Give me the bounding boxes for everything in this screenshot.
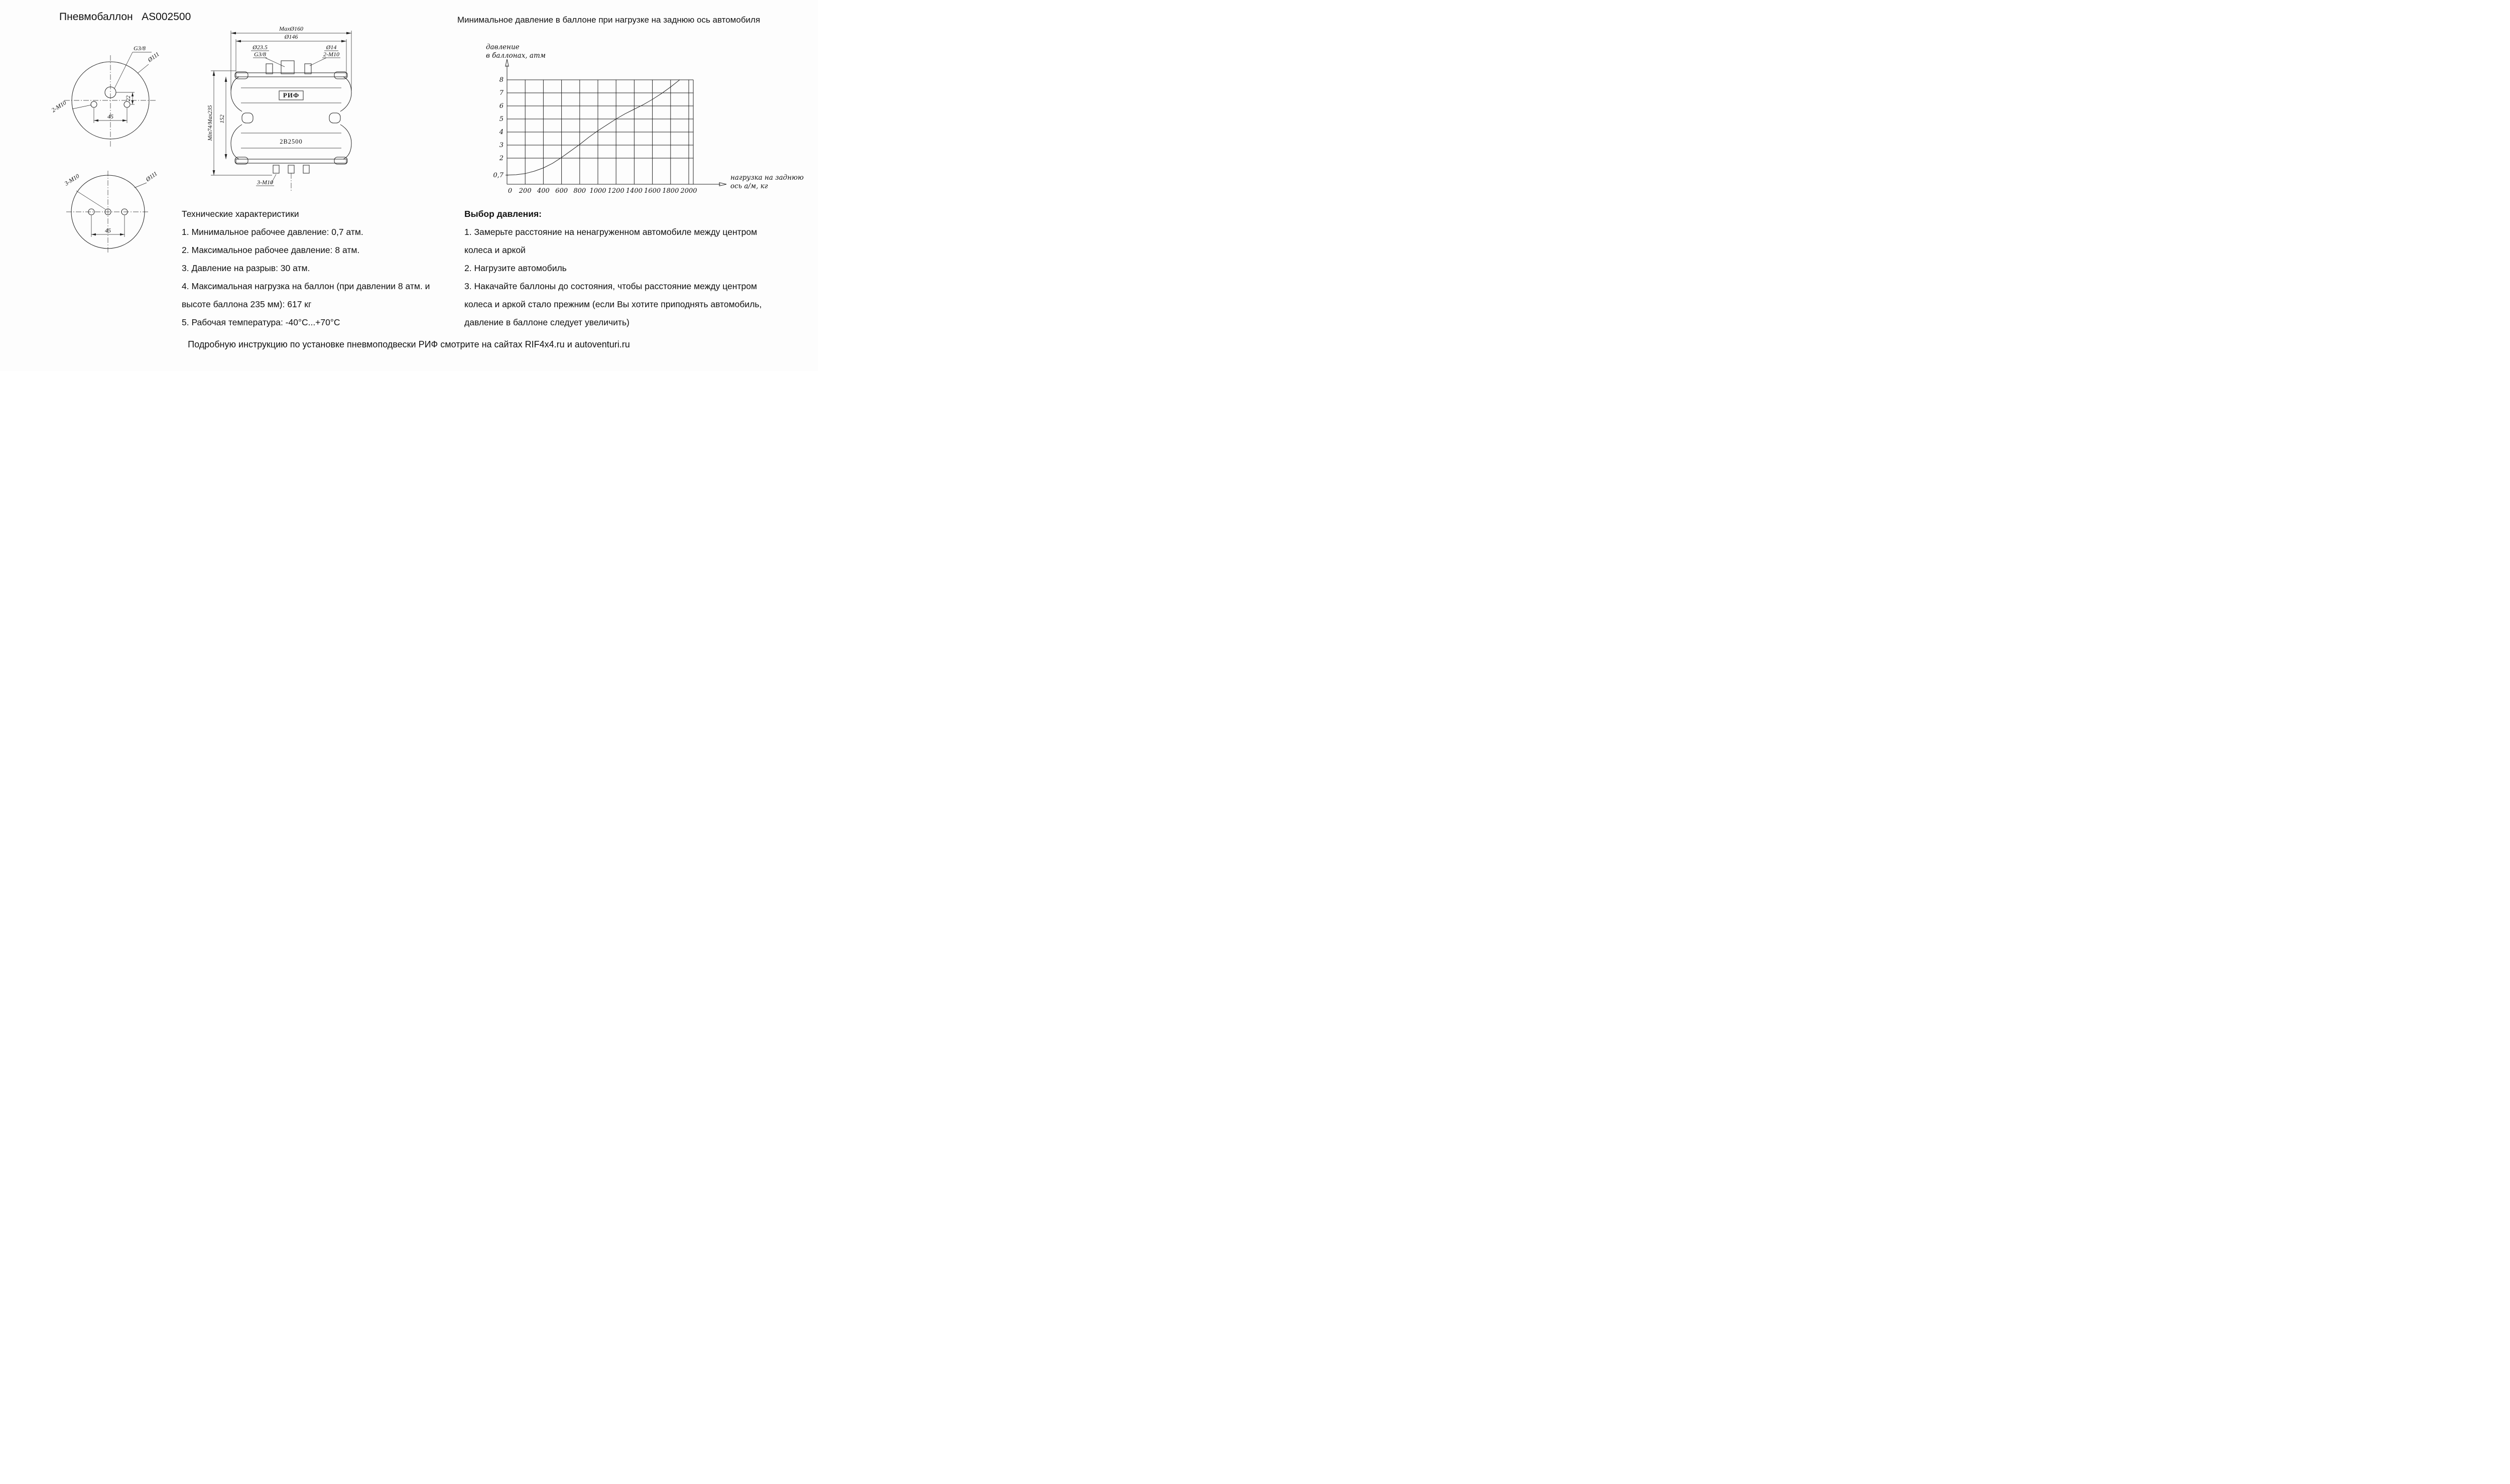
girdle-ring-left: [241, 112, 254, 123]
guide-item: 1. Замерьте расстояние на ненагруженном …: [464, 227, 758, 255]
x-tick-label: 1600: [644, 187, 661, 195]
m10-hole-1: [88, 208, 95, 215]
section-view-drawing: MaxØ160 Ø146 Ø23.5 G3/8 Ø14 2-М10 Min74/…: [207, 25, 352, 192]
guide-item: 3. Накачайте баллоны до состояния, чтобы…: [464, 281, 762, 327]
section-dimensions: [211, 31, 352, 192]
brand-text: РИФ: [283, 91, 299, 99]
y-tick-label: 4: [499, 129, 504, 136]
x-tick-label: 1400: [626, 187, 643, 195]
label-2m10: 2-М10: [323, 51, 339, 58]
x-tick-label: 1200: [608, 187, 624, 195]
m10-hole-left: [90, 101, 97, 108]
m10-hole-3: [121, 208, 128, 215]
label-d146: Ø146: [284, 33, 298, 40]
footer-note: Подробную инструкцию по установке пневмо…: [188, 339, 630, 349]
spec-item: 4. Максимальная нагрузка на баллон (при …: [182, 281, 430, 309]
brand-plate: [279, 90, 304, 100]
m10-stud-top-left: [266, 63, 273, 74]
datasheet-page: Пневмобаллон AS002500 Минимальное давлен…: [0, 0, 818, 371]
spec-item: 2. Максимальное рабочее давление: 8 атм.: [182, 245, 360, 255]
x-tick-label: 600: [555, 187, 568, 195]
label-2m10: 2-М10: [50, 99, 67, 113]
y-axis-label: давление в баллонах, атм: [486, 43, 546, 60]
y-tick-label: 5: [499, 115, 504, 123]
section-body: [230, 60, 352, 174]
spec-item: 3. Давление на разрыв: 30 атм.: [182, 263, 310, 273]
x-axis-label: нагрузка на заднюю ось а/м, кг: [730, 174, 806, 190]
top-view-geometry: [64, 52, 157, 147]
girdle-ring-right: [329, 112, 341, 123]
specs-heading: Технические характеристики: [182, 209, 299, 219]
pressure-guide-block: Выбор давления: 1. Замерьте расстояние н…: [464, 205, 773, 331]
guide-item: 2. Нагрузите автомобиль: [464, 263, 567, 273]
label-max-d160: MaxØ160: [279, 25, 303, 32]
x-tick-label: 400: [537, 187, 550, 195]
label-152: 152: [219, 114, 225, 123]
chart-axes: [505, 59, 727, 186]
y-tick-label: 7: [499, 89, 504, 97]
label-3m10: 3-М10: [63, 172, 80, 187]
label-d111: Ø111: [144, 170, 159, 183]
label-dim22: 22: [126, 95, 132, 101]
model-text: 2В2500: [280, 138, 303, 145]
bottom-view-geometry: [66, 171, 150, 254]
label-g38: G3/8: [134, 45, 146, 52]
label-height-range: Min74/Max235: [207, 105, 213, 141]
label-g38: G3/8: [254, 51, 266, 58]
page-title: Пневмобаллон AS002500: [59, 11, 191, 23]
top-view-drawing: G3/8 Ø111 2-М10 22 45: [50, 45, 161, 147]
x-tick-label: 200: [519, 187, 532, 195]
chart-title: Минимальное давление в баллоне при нагру…: [457, 15, 761, 25]
spec-item: 5. Рабочая температура: -40°С...+70°С: [182, 317, 340, 327]
x-tick-label: 1000: [589, 187, 606, 195]
y-tick-label: 6: [499, 102, 504, 110]
label-dim45: 45: [107, 113, 113, 120]
y-tick-label: 0,7: [493, 172, 504, 179]
x-tick-label: 0: [508, 187, 512, 195]
bottom-view-drawing: 3-М10 Ø111 45: [63, 170, 159, 254]
label-d14: Ø14: [326, 44, 337, 51]
x-tick-label: 2000: [680, 187, 697, 195]
g38-port: [281, 60, 295, 74]
specs-block: Технические характеристики 1. Минимально…: [182, 205, 445, 331]
label-3m10: 3-М10: [257, 179, 273, 186]
m10-stud-bottom-3: [303, 165, 310, 174]
label-d235: Ø23.5: [252, 44, 268, 51]
m10-stud-top-right: [304, 63, 312, 74]
pressure-curve: [507, 79, 680, 176]
label-dim45: 45: [105, 227, 111, 234]
pressure-chart: давление в баллонах, атм нагрузка на зад…: [486, 43, 806, 195]
m10-stud-bottom-1: [273, 165, 280, 174]
m10-hole-right: [123, 101, 131, 108]
m10-stud-bottom-2: [288, 165, 295, 174]
chart-grid: [507, 79, 694, 184]
m10-hole-2: [104, 208, 111, 215]
y-tick-label: 8: [499, 76, 504, 84]
label-d111: Ø111: [146, 50, 161, 64]
spec-item: 1. Минимальное рабочее давление: 0,7 атм…: [182, 227, 363, 237]
guide-heading: Выбор давления:: [464, 209, 542, 219]
y-tick-label: 2: [499, 155, 504, 162]
y-tick-label: 3: [499, 142, 504, 149]
x-tick-label: 1800: [662, 187, 679, 195]
x-tick-label: 800: [573, 187, 586, 195]
